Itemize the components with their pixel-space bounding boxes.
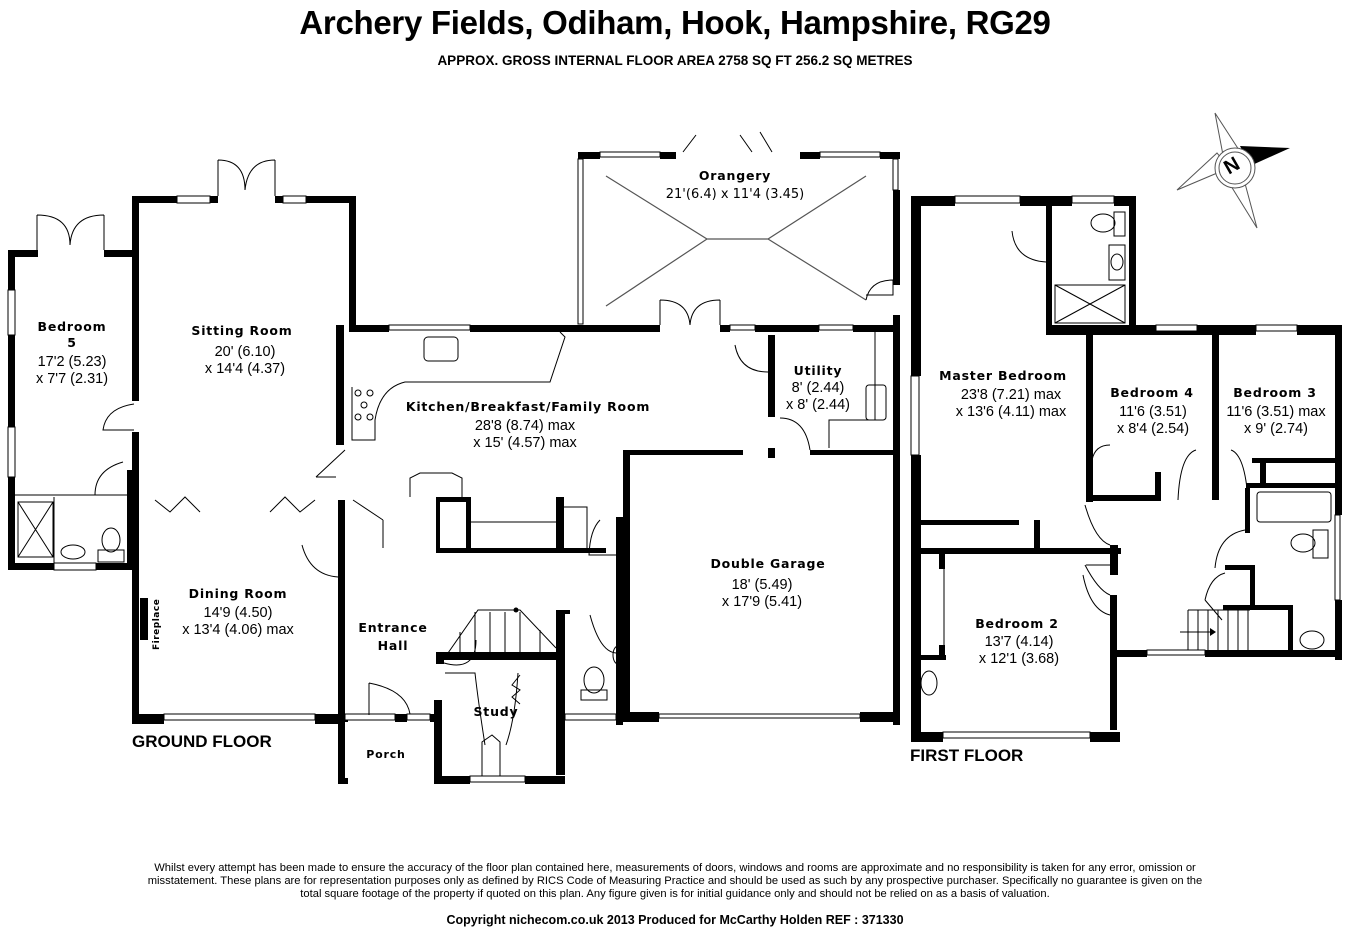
bedroom-2-dim-width: x 12'1 (3.68)	[978, 651, 1060, 667]
kitchen-name: Kitchen/Breakfast/Family Room	[405, 399, 651, 414]
first-floor-label: FIRST FLOOR	[910, 746, 1024, 765]
bedroom-3-name: Bedroom 3	[1233, 385, 1317, 400]
bedroom-4-dim-length: 11'6 (3.51)	[1119, 404, 1187, 420]
kitchen-dimensions: 28'8 (8.74) max x 15' (4.57) max	[473, 418, 577, 452]
master-bedroom-dim-length: 23'8 (7.21) max	[960, 387, 1062, 403]
bedroom-4-name: Bedroom 4	[1110, 385, 1194, 400]
ground-floor-label: GROUND FLOOR	[132, 732, 272, 751]
kitchen-dim-width: x 15' (4.57) max	[473, 435, 577, 451]
entrance-hall-name-line2: Hall	[377, 638, 409, 653]
sitting-room-dim-length: 20' (6.10)	[214, 344, 276, 360]
dining-room-dim-length: 14'9 (4.50)	[203, 605, 273, 621]
dining-room-dimensions: 14'9 (4.50) x 13'4 (4.06) max	[182, 605, 294, 639]
master-bedroom-dimensions: 23'8 (7.21) max x 13'6 (4.11) max	[956, 387, 1067, 421]
garage-dim-width: x 17'9 (5.41)	[721, 594, 803, 610]
study-name: Study	[473, 704, 519, 719]
floor-area-subtitle: APPROX. GROSS INTERNAL FLOOR AREA 2758 S…	[437, 53, 913, 68]
sitting-room-dim-width: x 14'4 (4.37)	[204, 361, 286, 377]
fireplace-label: Fireplace	[152, 598, 162, 650]
master-bedroom-dim-width: x 13'6 (4.11) max	[955, 404, 1067, 420]
orangery-name: Orangery	[698, 168, 772, 183]
garage-dim-length: 18' (5.49)	[731, 577, 793, 593]
first-floor-fixtures	[920, 211, 1332, 696]
bedroom-5-dimensions: 17'2 (5.23) x 7'7 (2.31)	[36, 354, 108, 388]
bedroom-3-dim-width: x 9' (2.74)	[1243, 421, 1309, 437]
bedroom-5-label: Bedroom 5	[38, 319, 107, 351]
page-title: Archery Fields, Odiham, Hook, Hampshire,…	[299, 4, 1051, 41]
bedroom-3-dimensions: 11'6 (3.51) max x 9' (2.74)	[1226, 404, 1325, 438]
bedroom-5-name: Bedroom	[37, 319, 107, 334]
ground-floor-walls	[8, 152, 900, 784]
copyright-line: Copyright nichecom.co.uk 2013 Produced f…	[446, 913, 904, 927]
porch-name: Porch	[366, 748, 406, 761]
sitting-room-name: Sitting Room	[191, 323, 293, 338]
bedroom-4-dimensions: 11'6 (3.51) x 8'4 (2.54)	[1117, 404, 1189, 438]
ground-floor-fixtures	[15, 131, 894, 776]
bedroom-2-name: Bedroom 2	[975, 616, 1059, 631]
first-floor-windows	[910, 195, 1341, 739]
disclaimer-text: Whilst every attempt has been made to en…	[147, 862, 1203, 900]
bedroom-5-number: 5	[67, 335, 77, 350]
utility-dim-width: x 8' (2.44)	[785, 397, 851, 413]
entrance-hall-name-line1: Entrance	[358, 620, 428, 635]
sitting-room-dimensions: 20' (6.10) x 14'4 (4.37)	[205, 344, 285, 378]
master-bedroom-name: Master Bedroom	[939, 368, 1067, 383]
dining-room-dim-width: x 13'4 (4.06) max	[182, 622, 294, 638]
utility-dim-length: 8' (2.44)	[791, 380, 845, 396]
dining-room-name: Dining Room	[188, 586, 288, 601]
north-arrow-icon	[1176, 112, 1290, 229]
first-floor-walls	[911, 196, 1342, 742]
bedroom-3-dim-length: 11'6 (3.51) max	[1226, 404, 1326, 420]
kitchen-dim-length: 28'8 (8.74) max	[474, 418, 576, 434]
orangery-dimensions: 21'(6.4) x 11'4 (3.45)	[665, 187, 805, 202]
garage-dimensions: 18' (5.49) x 17'9 (5.41)	[722, 577, 802, 611]
entrance-hall-label: Entrance Hall	[358, 620, 427, 654]
utility-dimensions: 8' (2.44) x 8' (2.44)	[786, 380, 850, 414]
bedroom-4-dim-width: x 8'4 (2.54)	[1116, 421, 1190, 437]
bedroom-5-dim-length: 17'2 (5.23)	[37, 354, 107, 370]
bedroom-5-dim-width: x 7'7 (2.31)	[35, 371, 109, 387]
ground-floor-windows	[7, 151, 899, 783]
garage-name: Double Garage	[710, 556, 826, 571]
utility-name: Utility	[793, 363, 843, 378]
bedroom-2-dimensions: 13'7 (4.14) x 12'1 (3.68)	[979, 634, 1059, 668]
bedroom-2-dim-length: 13'7 (4.14)	[984, 634, 1054, 650]
